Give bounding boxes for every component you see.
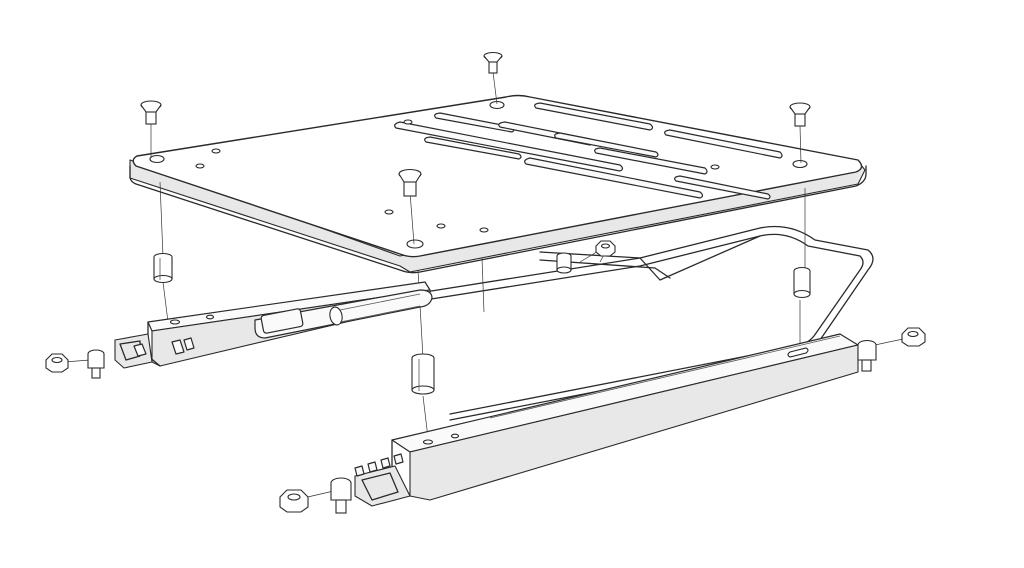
right-rail [354,333,859,507]
plate-holes [149,100,808,249]
spacer-standoff-4 [556,252,572,274]
hex-nut-2 [279,489,309,513]
hex-nut-3 [901,327,926,347]
left-rail [114,281,433,369]
socket-cap-bolt-3 [857,339,877,372]
spacer-standoff-2 [793,266,811,299]
socket-cap-bolt-2 [330,477,352,514]
spacer-standoff-3 [411,353,435,395]
socket-cap-bolt-1 [87,349,105,379]
countersunk-screw-1 [140,100,162,125]
hex-nut-4 [595,240,616,257]
spacer-standoff-1 [153,252,173,284]
plate-slots [394,102,783,200]
countersunk-screw-2 [483,51,503,74]
countersunk-screw-3 [789,102,811,127]
hex-nut-1 [45,353,69,373]
mounting-plate [129,94,867,274]
countersunk-screw-4 [398,168,422,197]
